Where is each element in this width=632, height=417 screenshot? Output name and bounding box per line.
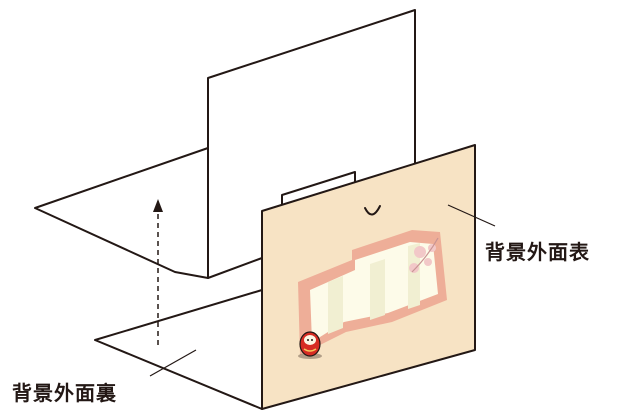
scroll-folds [328, 243, 420, 334]
upper-left-flap [34, 147, 209, 279]
label-back-surface: 背景外面裏 [12, 381, 117, 405]
daruma-icon [298, 331, 322, 359]
label-front-surface: 背景外面表 [485, 240, 590, 264]
back-callout-line [149, 349, 197, 377]
cherry-blossom-icon [409, 237, 439, 273]
hook-icon [364, 205, 381, 216]
lower-base-flap [94, 289, 263, 410]
dashed-up-arrow-icon [153, 199, 163, 345]
front-callout-line [447, 204, 496, 227]
